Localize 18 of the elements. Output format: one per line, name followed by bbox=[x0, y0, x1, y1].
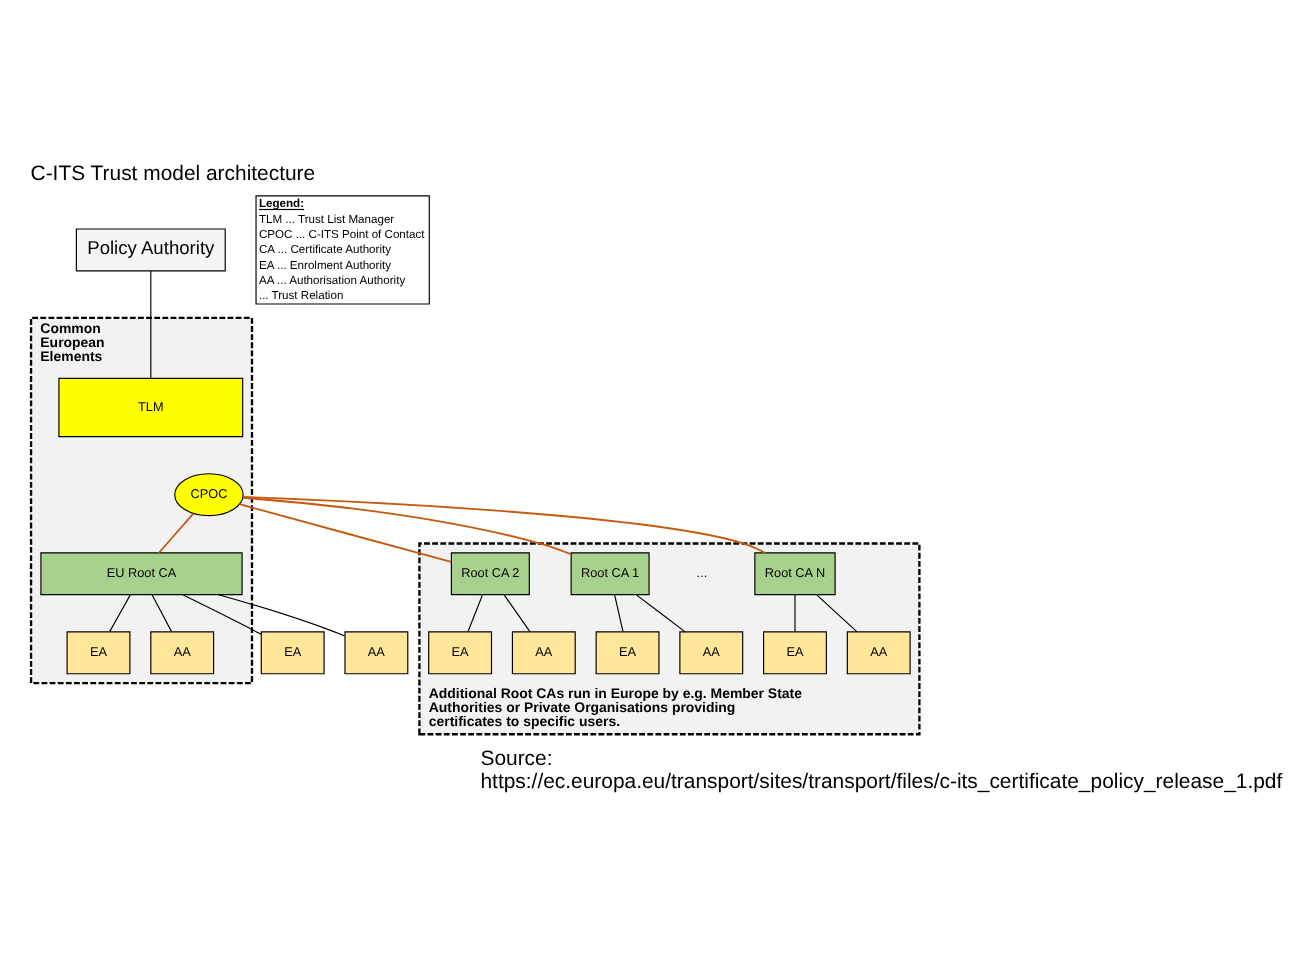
connector bbox=[109, 593, 131, 631]
connector bbox=[238, 502, 453, 562]
connector bbox=[182, 593, 262, 634]
connector bbox=[636, 593, 686, 632]
connector bbox=[217, 593, 346, 636]
connector bbox=[503, 593, 531, 631]
diagram-title: C-ITS Trust model architecture bbox=[30, 163, 316, 186]
node-box: Policy Authority bbox=[75, 227, 226, 271]
connector bbox=[614, 593, 624, 631]
connector bbox=[158, 511, 195, 553]
connector bbox=[151, 593, 172, 631]
connector bbox=[242, 495, 767, 553]
caption: Source: https://ec.europa.eu/transport/sites/transport/files/c-its_certificate_policy_release_1.pdf bbox=[480, 747, 1283, 794]
connector bbox=[150, 269, 152, 378]
connector bbox=[242, 496, 572, 555]
connector bbox=[794, 593, 796, 631]
connector bbox=[816, 593, 858, 632]
connector bbox=[467, 593, 483, 631]
